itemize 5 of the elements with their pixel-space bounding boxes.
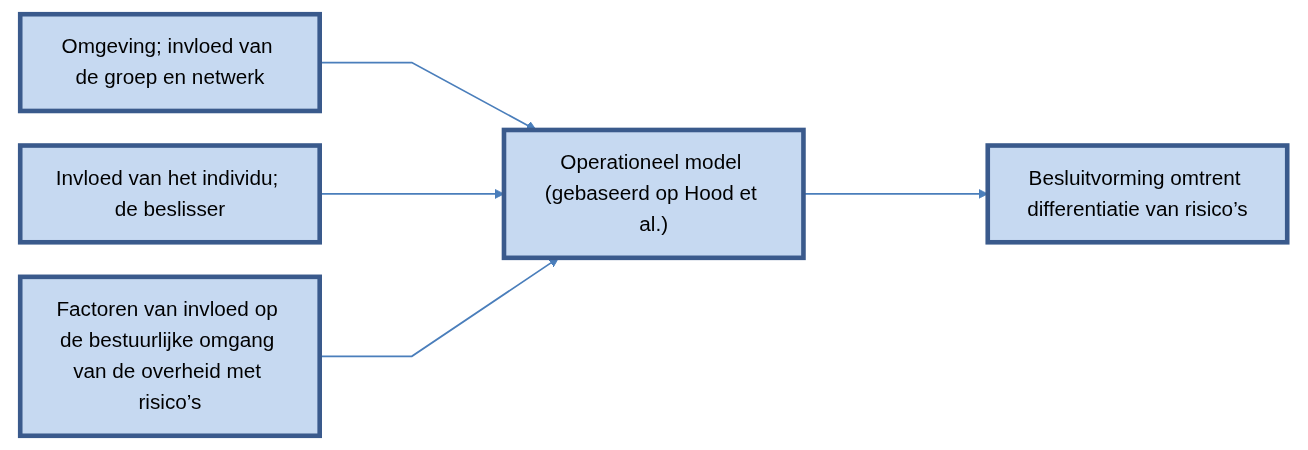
node-box: Omgeving; invloed van de groep en netwerk — [18, 11, 323, 114]
node-box: Besluitvorming omtrent differentiatie van risico’s — [985, 143, 1290, 245]
node-box: Factoren van invloed op de bestuurlijke omgang van de overheid met risico’s — [18, 274, 323, 439]
node-box: Invloed van het individu; de beslisser — [18, 143, 323, 245]
node-box: Operationeel model (gebaseerd op Hood et al.) — [501, 127, 807, 261]
